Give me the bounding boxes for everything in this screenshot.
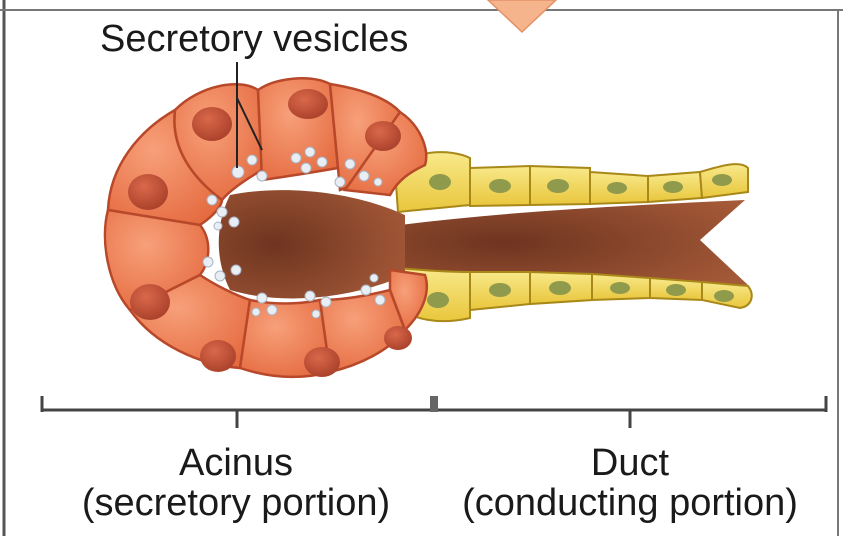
pointer-arrow — [488, 0, 556, 32]
acinus-sublabel: (secretory portion) — [0, 484, 472, 522]
duct — [395, 152, 752, 321]
acinus-label: Acinus — [0, 444, 472, 482]
secretory-vesicles-label: Secretory vesicles — [100, 20, 408, 58]
duct-bracket — [438, 396, 826, 428]
duct-label: Duct — [430, 444, 830, 482]
acinus — [105, 78, 427, 377]
acinus-bracket — [42, 396, 430, 428]
duct-sublabel: (conducting portion) — [430, 484, 830, 522]
acinus-lumen — [219, 190, 405, 298]
bracket-divider — [430, 396, 438, 412]
